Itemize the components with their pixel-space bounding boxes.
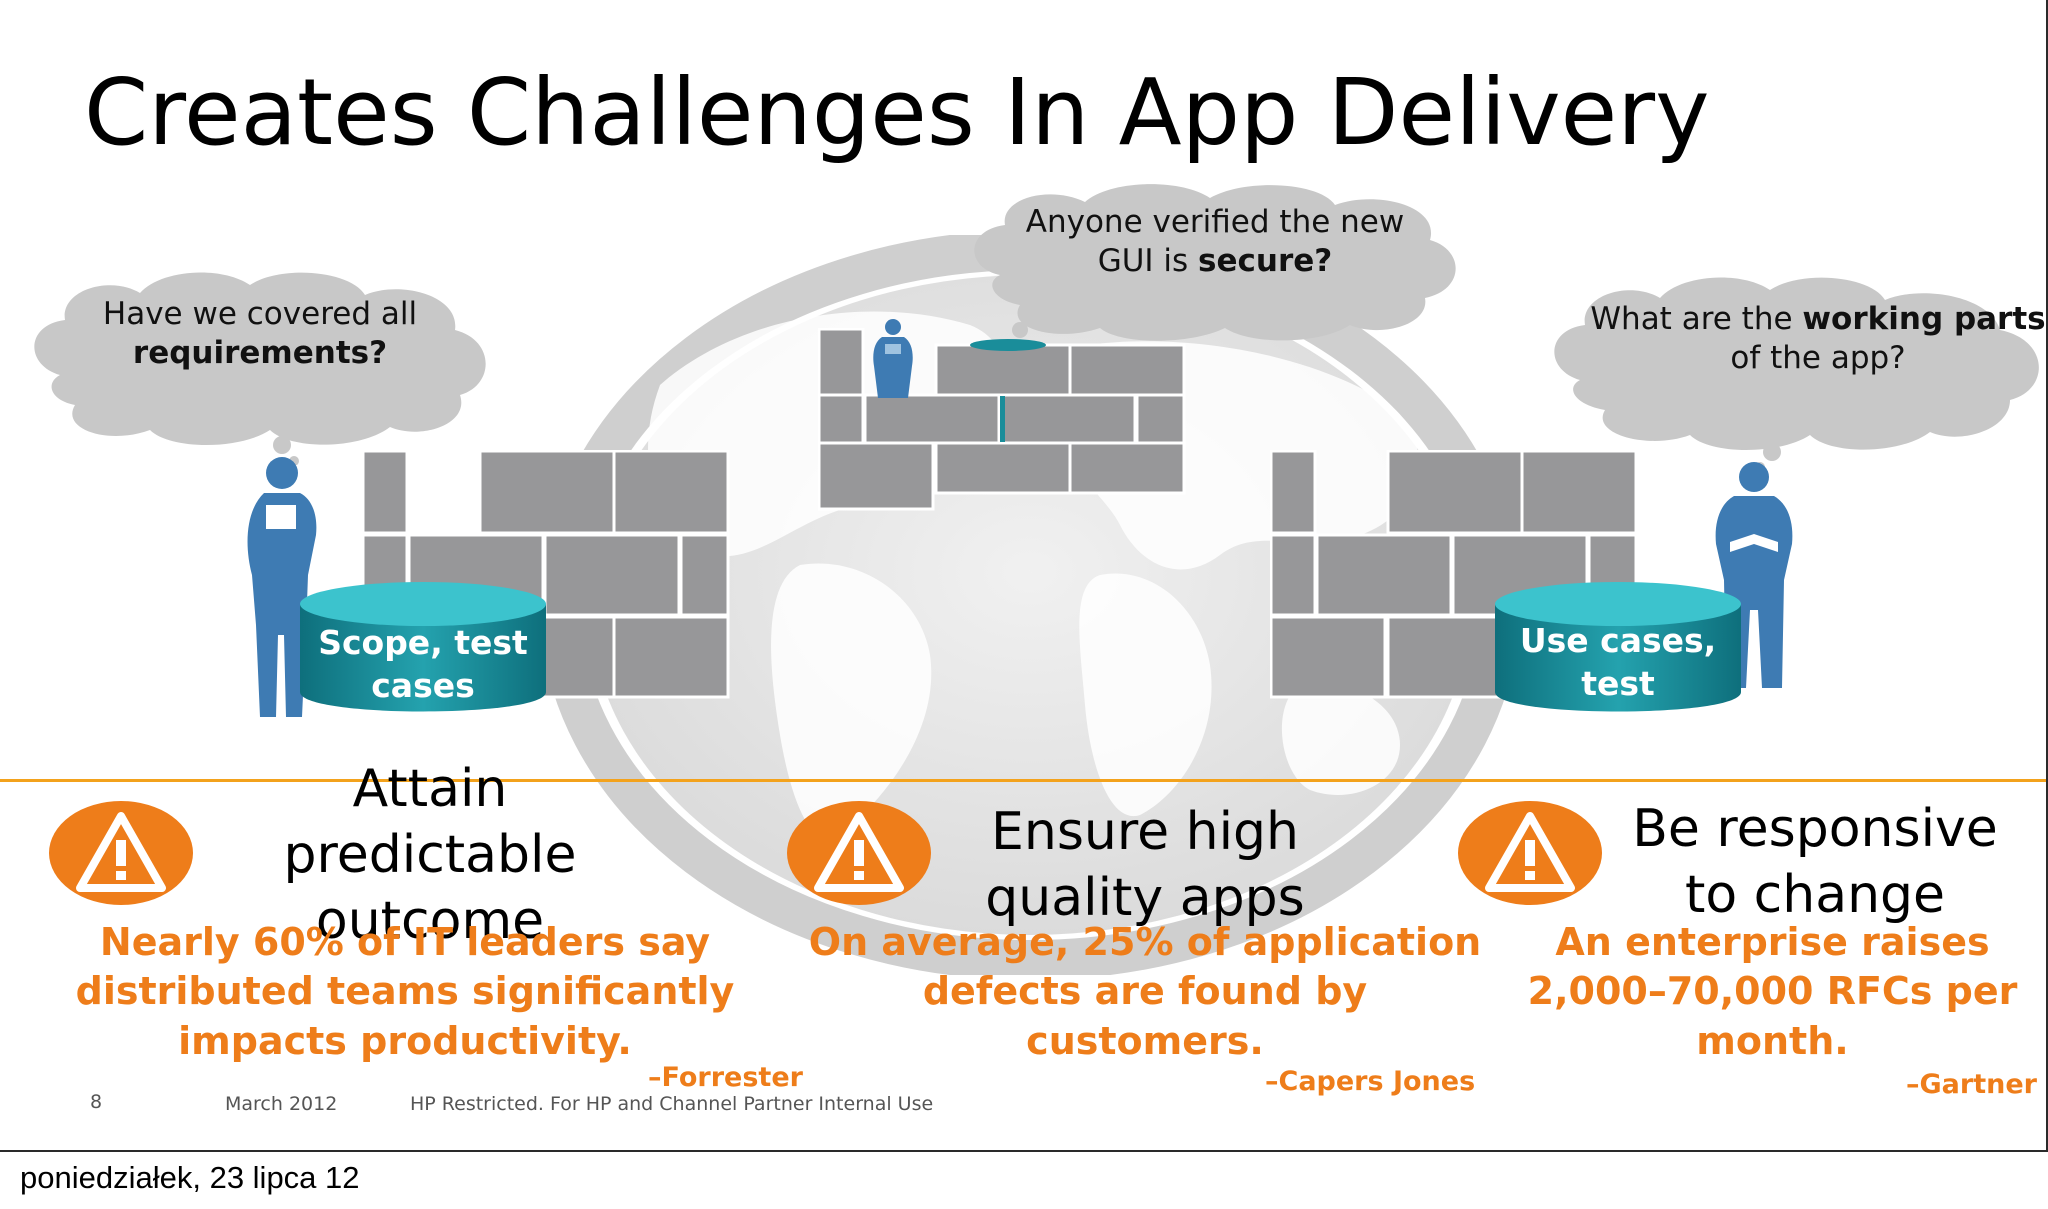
column-heading-predictable-outcome: Attain predictable outcome: [283, 759, 577, 952]
stat-rfcs: An enterprise raises 2,000–70,000 RFCs p…: [1527, 920, 2018, 1063]
source-capers-jones: –Capers Jones: [1265, 1066, 1476, 1097]
person-center-icon: [873, 319, 913, 398]
section-divider: [0, 779, 2046, 782]
source-gartner: –Gartner: [1906, 1069, 2037, 1100]
footer-date: March 2012: [225, 1093, 338, 1115]
cylinder-right-label: Use cases, test scenarios: [1519, 621, 1717, 746]
page-number: 8: [90, 1091, 103, 1113]
source-forrester: –Forrester: [648, 1062, 803, 1093]
database-cylinder-left: [300, 582, 546, 712]
globe-illustration: [540, 235, 1520, 975]
thought-center-text: Anyone verified the new GUI is secure?: [1025, 204, 1405, 279]
warning-icon: [1458, 801, 1602, 905]
column-heading-responsive: Be responsive to change: [1632, 799, 1998, 926]
warning-icon: [49, 801, 193, 905]
person-with-tablet-icon: [247, 457, 317, 717]
stat-application-defects: On average, 25% of application defects a…: [808, 920, 1482, 1063]
column-heading-quality-apps: Ensure high quality apps: [985, 802, 1305, 929]
thought-cloud-left: [34, 272, 486, 465]
cylinder-left-label: Scope, test cases: [318, 623, 528, 705]
database-cylinder-right: [1495, 582, 1741, 712]
thought-left-text: Have we covered all requirements?: [102, 296, 418, 371]
slide: Creates Challenges In App Delivery Have …: [0, 0, 2048, 1152]
warning-icon: [787, 801, 931, 905]
brick-wall-center: [818, 328, 1186, 511]
date-caption: poniedziałek, 23 lipca 12: [20, 1160, 360, 1195]
slide-title: Creates Challenges In App Delivery: [84, 59, 1710, 166]
stat-distributed-teams: Nearly 60% of IT leaders say distributed…: [75, 920, 735, 1063]
footer-restriction: HP Restricted. For HP and Channel Partne…: [410, 1093, 934, 1115]
thought-right-text: What are the working parts of the app?: [1590, 301, 2046, 376]
